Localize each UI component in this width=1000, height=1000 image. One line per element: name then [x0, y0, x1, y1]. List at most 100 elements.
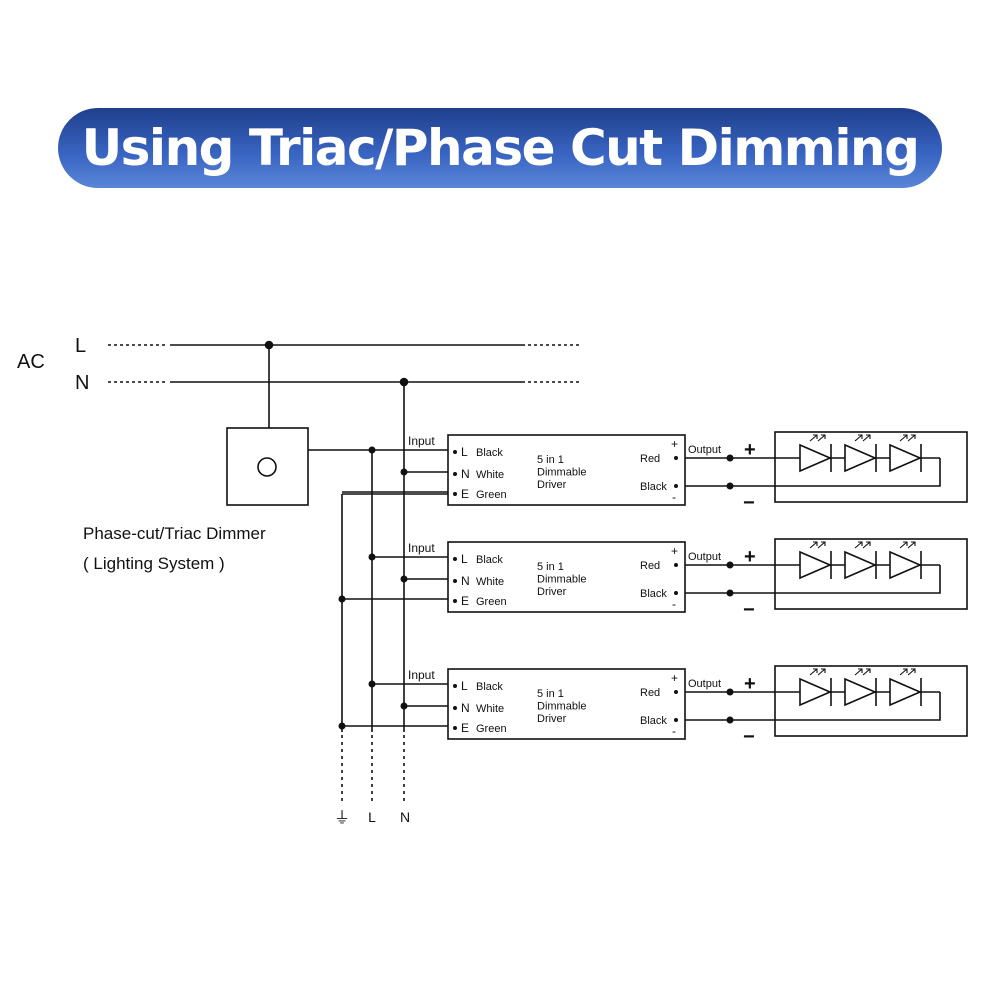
output-plus-sign: +: [744, 546, 756, 568]
dimmer-knob-icon: [257, 457, 277, 477]
junction: [726, 561, 734, 569]
output-label: Output: [688, 678, 721, 690]
negative-wire: [685, 565, 941, 594]
output-plus-sign: +: [744, 673, 756, 695]
driver-name: Dimmable: [537, 467, 587, 479]
dimmer-label: Phase-cut/Triac Dimmer: [83, 524, 266, 543]
pin-label: E: [461, 487, 469, 501]
output-minus-sign: −: [743, 726, 755, 748]
light-arrow-icon: [809, 434, 826, 442]
driver-name: Driver: [537, 586, 567, 598]
pin-color-label: White: [476, 576, 504, 588]
pin-dot: [453, 726, 457, 730]
pin-dot: [453, 492, 457, 496]
junction: [368, 553, 376, 561]
pin-color-label: Green: [476, 489, 507, 501]
driver-name: 5 in 1: [537, 454, 564, 466]
junction: [726, 482, 734, 490]
pin-dot: [674, 456, 678, 460]
led-diode-icon: [889, 668, 923, 707]
led-diode-icon: [844, 541, 878, 580]
junction: [726, 454, 734, 462]
plus-sign: +: [671, 671, 678, 685]
black-label: Black: [640, 481, 667, 493]
pin-label: L: [461, 552, 468, 566]
pin-dot: [453, 706, 457, 710]
ac-n-label: N: [75, 372, 89, 394]
led-diode-icon: [799, 541, 833, 580]
driver-name: Dimmable: [537, 574, 587, 586]
earth-icon: ⏚: [334, 809, 350, 827]
dimmer-sublabel: ( Lighting System ): [83, 554, 225, 573]
bottom-l-label: L: [368, 809, 376, 825]
pin-dot: [674, 690, 678, 694]
title: Using Triac/Phase Cut Dimming: [81, 119, 920, 177]
negative-wire: [685, 692, 941, 721]
pin-dot: [453, 684, 457, 688]
led-triangle: [799, 443, 833, 473]
black-label: Black: [640, 588, 667, 600]
junction: [338, 595, 346, 603]
light-arrow-icon: [854, 541, 871, 549]
led-strip-box: [774, 665, 968, 737]
light-arrow-icon: [899, 434, 916, 442]
output-label: Output: [688, 444, 721, 456]
pin-label: L: [461, 679, 468, 693]
led-triangle: [889, 550, 923, 580]
pin-label: E: [461, 721, 469, 735]
pin-label: L: [461, 445, 468, 459]
pin-color-label: Black: [476, 554, 503, 566]
pin-label: N: [461, 467, 470, 481]
input-label: Input: [408, 668, 435, 682]
led-strip-box: [774, 538, 968, 610]
junction: [400, 702, 408, 710]
pin-color-label: White: [476, 469, 504, 481]
light-arrow-icon: [854, 668, 871, 676]
led-triangle: [799, 677, 833, 707]
led-diode-icon: [889, 434, 923, 473]
driver-name: 5 in 1: [537, 688, 564, 700]
red-label: Red: [640, 560, 660, 572]
light-arrow-icon: [809, 541, 826, 549]
led-triangle: [844, 677, 878, 707]
output-plus-sign: +: [744, 439, 756, 461]
junction: [726, 716, 734, 724]
driver-box: [447, 541, 686, 613]
output-label: Output: [688, 551, 721, 563]
pin-dot: [453, 557, 457, 561]
plus-sign: +: [671, 437, 678, 451]
pin-label: N: [461, 701, 470, 715]
pin-dot: [674, 591, 678, 595]
minus-sign: -: [672, 724, 676, 738]
led-triangle: [844, 443, 878, 473]
pin-dot: [453, 450, 457, 454]
led-diode-icon: [844, 668, 878, 707]
ac-l-label: L: [75, 335, 86, 357]
pin-color-label: Green: [476, 596, 507, 608]
pin-dot: [453, 472, 457, 476]
led-diode-icon: [889, 541, 923, 580]
pin-dot: [674, 718, 678, 722]
output-minus-sign: −: [743, 492, 755, 514]
minus-sign: -: [672, 490, 676, 504]
pin-dot: [453, 579, 457, 583]
red-label: Red: [640, 453, 660, 465]
minus-sign: -: [672, 597, 676, 611]
pin-label: E: [461, 594, 469, 608]
input-label: Input: [408, 434, 435, 448]
plus-sign: +: [671, 544, 678, 558]
input-label: Input: [408, 541, 435, 555]
light-arrow-icon: [899, 541, 916, 549]
pin-dot: [674, 563, 678, 567]
driver-box: [447, 434, 686, 506]
driver-name: Driver: [537, 713, 567, 725]
title-banner: Using Triac/Phase Cut Dimming: [58, 108, 942, 188]
pin-color-label: Green: [476, 723, 507, 735]
pin-color-label: Black: [476, 447, 503, 459]
pin-color-label: White: [476, 703, 504, 715]
junction: [338, 722, 346, 730]
led-triangle: [844, 550, 878, 580]
